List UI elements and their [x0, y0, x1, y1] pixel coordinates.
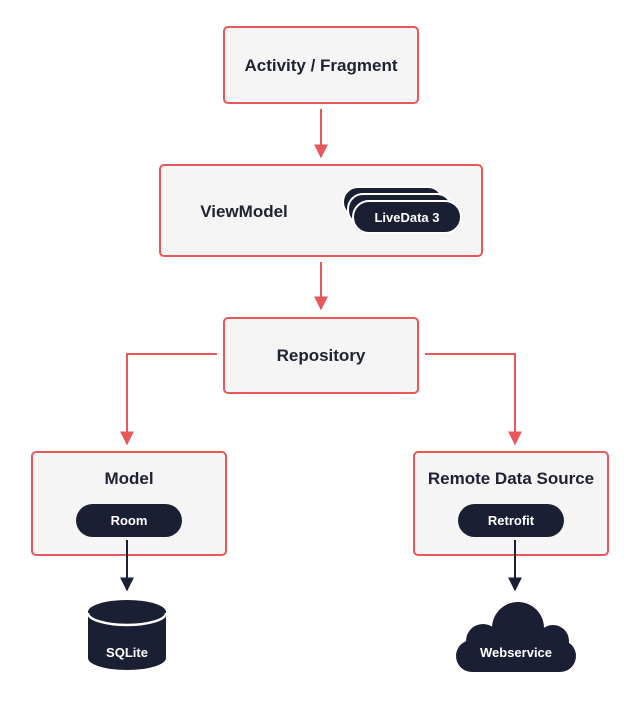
repository-box: Repository — [223, 317, 419, 394]
livedata-pill — [352, 200, 462, 234]
database-icon: SQLite — [86, 600, 168, 670]
retrofit-label: Retrofit — [488, 513, 535, 528]
viewmodel-label: ViewModel — [200, 202, 288, 221]
activity-fragment-box: Activity / Fragment — [223, 26, 419, 104]
livedata-label: LiveData 3 — [374, 210, 439, 225]
viewmodel-box: ViewModel LiveData 3 — [159, 164, 483, 257]
room-label: Room — [111, 513, 148, 528]
webservice-label: Webservice — [480, 645, 552, 660]
repository-label: Repository — [277, 346, 366, 365]
remote-data-source-label: Remote Data Source — [428, 469, 594, 488]
room-pill — [76, 504, 182, 537]
sqlite-label: SQLite — [106, 645, 148, 660]
arrow-repository-to-remote — [425, 353, 522, 446]
model-label: Model — [104, 469, 153, 488]
cloud-icon: Webservice — [456, 602, 576, 672]
arrow-repository-to-model — [120, 353, 217, 446]
remote-data-source-box: Remote Data Source Retrofit — [413, 451, 609, 556]
model-box: Model Room — [31, 451, 227, 556]
retrofit-pill — [458, 504, 564, 537]
activity-fragment-label: Activity / Fragment — [244, 56, 397, 75]
